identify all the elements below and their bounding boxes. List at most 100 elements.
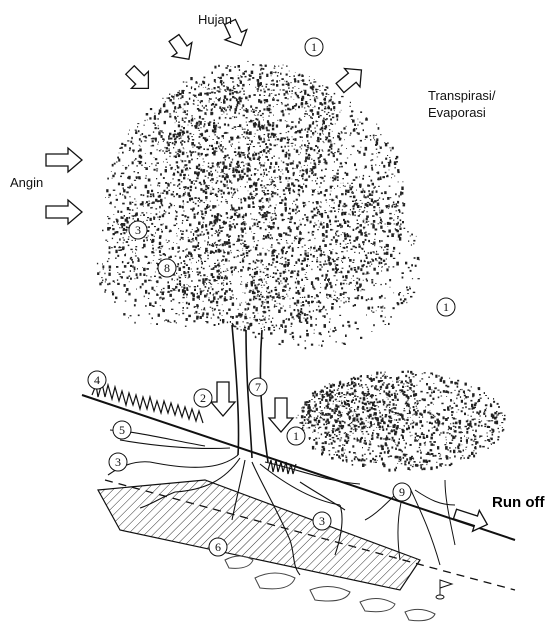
foliage-speck bbox=[214, 143, 215, 144]
foliage-speck bbox=[323, 226, 325, 229]
foliage-speck bbox=[247, 182, 248, 183]
foliage-speck bbox=[295, 86, 296, 87]
foliage-speck bbox=[382, 161, 383, 163]
foliage-speck bbox=[308, 106, 310, 107]
foliage-speck bbox=[259, 319, 260, 320]
foliage-speck bbox=[158, 142, 159, 143]
foliage-speck bbox=[325, 163, 326, 164]
foliage-speck bbox=[215, 292, 217, 295]
foliage-speck bbox=[289, 290, 290, 291]
foliage-speck bbox=[197, 167, 199, 169]
foliage-speck bbox=[453, 429, 454, 430]
foliage-speck bbox=[149, 201, 150, 202]
foliage-speck bbox=[280, 307, 282, 309]
foliage-speck bbox=[134, 204, 136, 206]
foliage-speck bbox=[265, 218, 267, 220]
foliage-speck bbox=[257, 319, 258, 320]
foliage-speck bbox=[333, 291, 334, 292]
foliage-speck bbox=[364, 464, 366, 465]
foliage-speck bbox=[190, 133, 192, 135]
foliage-speck bbox=[194, 249, 196, 251]
foliage-speck bbox=[260, 271, 262, 273]
foliage-speck bbox=[268, 250, 269, 251]
foliage-speck bbox=[311, 159, 312, 160]
foliage-speck bbox=[324, 441, 326, 444]
foliage-speck bbox=[159, 150, 161, 151]
foliage-speck bbox=[336, 195, 338, 198]
foliage-speck bbox=[254, 124, 255, 126]
foliage-speck bbox=[291, 326, 292, 327]
foliage-speck bbox=[128, 134, 129, 135]
foliage-speck bbox=[178, 228, 179, 229]
foliage-speck bbox=[325, 119, 326, 120]
foliage-speck bbox=[378, 152, 380, 153]
foliage-speck bbox=[237, 154, 239, 155]
foliage-speck bbox=[222, 151, 224, 152]
foliage-speck bbox=[325, 260, 326, 262]
foliage-speck bbox=[328, 102, 329, 103]
foliage-speck bbox=[176, 120, 177, 122]
foliage-speck bbox=[190, 189, 192, 191]
foliage-speck bbox=[189, 286, 190, 287]
foliage-speck bbox=[117, 242, 118, 243]
foliage-speck bbox=[183, 200, 185, 202]
foliage-speck bbox=[473, 455, 475, 458]
foliage-speck bbox=[341, 132, 342, 134]
foliage-speck bbox=[135, 130, 137, 131]
foliage-speck bbox=[223, 113, 224, 114]
foliage-speck bbox=[479, 416, 481, 417]
foliage-speck bbox=[216, 301, 218, 304]
foliage-speck bbox=[397, 240, 398, 241]
foliage-speck bbox=[185, 272, 187, 273]
foliage-speck bbox=[160, 149, 161, 150]
foliage-speck bbox=[345, 162, 347, 164]
foliage-speck bbox=[314, 246, 315, 247]
foliage-speck bbox=[196, 304, 198, 307]
foliage-speck bbox=[229, 281, 231, 282]
foliage-speck bbox=[329, 199, 330, 200]
foliage-speck bbox=[284, 297, 286, 298]
foliage-speck bbox=[309, 124, 312, 127]
foliage-speck bbox=[232, 144, 233, 145]
foliage-speck bbox=[444, 410, 446, 411]
foliage-speck bbox=[278, 72, 279, 73]
foliage-speck bbox=[382, 230, 384, 231]
foliage-speck bbox=[320, 201, 321, 202]
foliage-speck bbox=[292, 332, 294, 334]
foliage-speck bbox=[290, 162, 292, 164]
foliage-speck bbox=[426, 435, 428, 438]
foliage-speck bbox=[259, 291, 260, 292]
foliage-speck bbox=[184, 141, 186, 143]
foliage-speck bbox=[159, 246, 160, 248]
foliage-speck bbox=[380, 246, 381, 247]
foliage-speck bbox=[264, 172, 265, 173]
foliage-speck bbox=[283, 287, 284, 288]
foliage-speck bbox=[135, 299, 137, 302]
foliage-speck bbox=[150, 152, 152, 154]
foliage-speck bbox=[347, 235, 349, 238]
foliage-speck bbox=[219, 225, 220, 227]
foliage-speck bbox=[355, 200, 356, 202]
foliage-speck bbox=[234, 266, 236, 269]
foliage-speck bbox=[109, 194, 111, 197]
foliage-speck bbox=[292, 93, 293, 94]
foliage-speck bbox=[279, 263, 280, 264]
foliage-speck bbox=[159, 237, 161, 239]
foliage-speck bbox=[203, 278, 205, 281]
foliage-speck bbox=[230, 316, 232, 318]
foliage-speck bbox=[222, 243, 224, 246]
foliage-speck bbox=[242, 216, 245, 218]
foliage-speck bbox=[334, 114, 335, 115]
foliage-speck bbox=[288, 213, 290, 215]
foliage-speck bbox=[161, 231, 163, 233]
foliage-speck bbox=[228, 157, 230, 159]
foliage-speck bbox=[433, 441, 436, 443]
foliage-speck bbox=[194, 213, 196, 215]
foliage-speck bbox=[240, 262, 242, 263]
foliage-speck bbox=[182, 206, 184, 209]
foliage-speck bbox=[220, 268, 221, 269]
foliage-speck bbox=[232, 116, 233, 117]
foliage-speck bbox=[218, 323, 219, 325]
foliage-speck bbox=[264, 139, 265, 141]
foliage-speck bbox=[429, 422, 431, 424]
